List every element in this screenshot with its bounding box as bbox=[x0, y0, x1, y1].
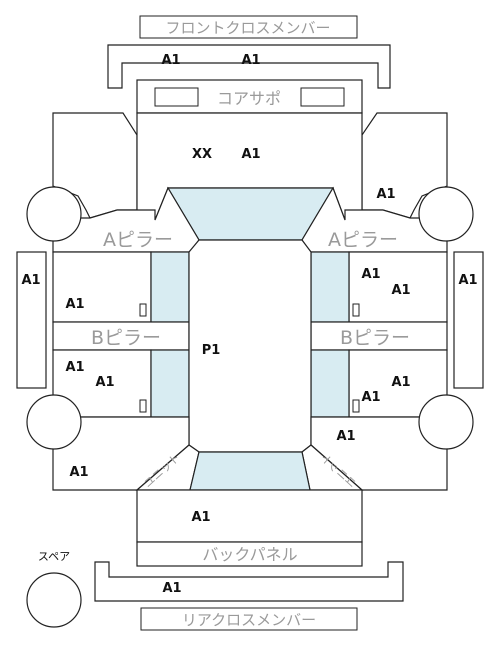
hood-right-grade: A1 bbox=[241, 147, 260, 162]
left-front-wheel[interactable] bbox=[26, 186, 82, 242]
trunk[interactable] bbox=[136, 489, 363, 543]
right-front-wheel[interactable] bbox=[418, 186, 474, 242]
right-a-pillar-label: Aピラー bbox=[328, 229, 398, 251]
spare-label: スペア bbox=[38, 550, 70, 563]
hood-left-grade: XX bbox=[192, 147, 212, 162]
right-rear-wheel[interactable] bbox=[418, 394, 474, 450]
right-rear-window[interactable] bbox=[310, 349, 350, 418]
left-rear-fender-grade: A1 bbox=[69, 465, 88, 480]
right-front-door-grade: A1 bbox=[391, 283, 410, 298]
left-rear-door-grade: A1 bbox=[95, 375, 114, 390]
right-rear-door-grade: A1 bbox=[391, 375, 410, 390]
left-front-window[interactable] bbox=[150, 251, 190, 323]
right-front-window[interactable] bbox=[310, 251, 350, 323]
right-rear-door-handle[interactable] bbox=[352, 399, 360, 413]
rear-cross-member-label: リアクロスメンバー bbox=[182, 611, 316, 629]
right-front-door-top-grade: A1 bbox=[361, 267, 380, 282]
back-panel-label: バックパネル bbox=[202, 545, 297, 564]
right-rear-door-bottom-grade: A1 bbox=[361, 390, 380, 405]
rear-cross-member-box[interactable] bbox=[140, 607, 358, 631]
front-bumper[interactable] bbox=[107, 44, 391, 89]
right-rear-fender-grade: A1 bbox=[336, 429, 355, 444]
trunk-grade: A1 bbox=[191, 510, 210, 525]
right-sill[interactable] bbox=[453, 251, 484, 389]
roof-grade: P1 bbox=[202, 343, 221, 358]
left-rear-door-handle[interactable] bbox=[139, 399, 147, 413]
left-b-pillar-label: Bピラー bbox=[91, 327, 161, 349]
rear-cross-grade: A1 bbox=[162, 581, 181, 596]
core-support-label: コアサポ bbox=[217, 89, 281, 108]
left-rear-door-top-grade: A1 bbox=[65, 360, 84, 375]
left-headlight[interactable] bbox=[154, 87, 199, 107]
left-sill-grade: A1 bbox=[21, 273, 40, 288]
right-front-door-handle[interactable] bbox=[352, 303, 360, 317]
front-cross-member-box[interactable] bbox=[139, 15, 358, 39]
left-front-door-handle[interactable] bbox=[139, 303, 147, 317]
back-panel[interactable] bbox=[136, 541, 363, 567]
front-cross-right-grade: A1 bbox=[241, 53, 260, 68]
left-sill[interactable] bbox=[16, 251, 47, 389]
left-a-pillar-label: Aピラー bbox=[103, 229, 173, 251]
rear-window[interactable] bbox=[189, 451, 311, 491]
front-cross-left-grade: A1 bbox=[161, 53, 180, 68]
left-rear-window[interactable] bbox=[150, 349, 190, 418]
right-b-pillar[interactable] bbox=[310, 321, 448, 351]
right-b-pillar-label: Bピラー bbox=[340, 327, 410, 349]
front-cross-member-label: フロントクロスメンバー bbox=[165, 19, 330, 37]
left-rear-wheel[interactable] bbox=[26, 394, 82, 450]
spare-tire[interactable] bbox=[26, 572, 82, 628]
left-front-door-grade: A1 bbox=[65, 297, 84, 312]
front-fender-right-grade: A1 bbox=[376, 187, 395, 202]
right-headlight[interactable] bbox=[300, 87, 345, 107]
rear-bumper[interactable] bbox=[94, 561, 404, 602]
right-sill-grade: A1 bbox=[458, 273, 477, 288]
